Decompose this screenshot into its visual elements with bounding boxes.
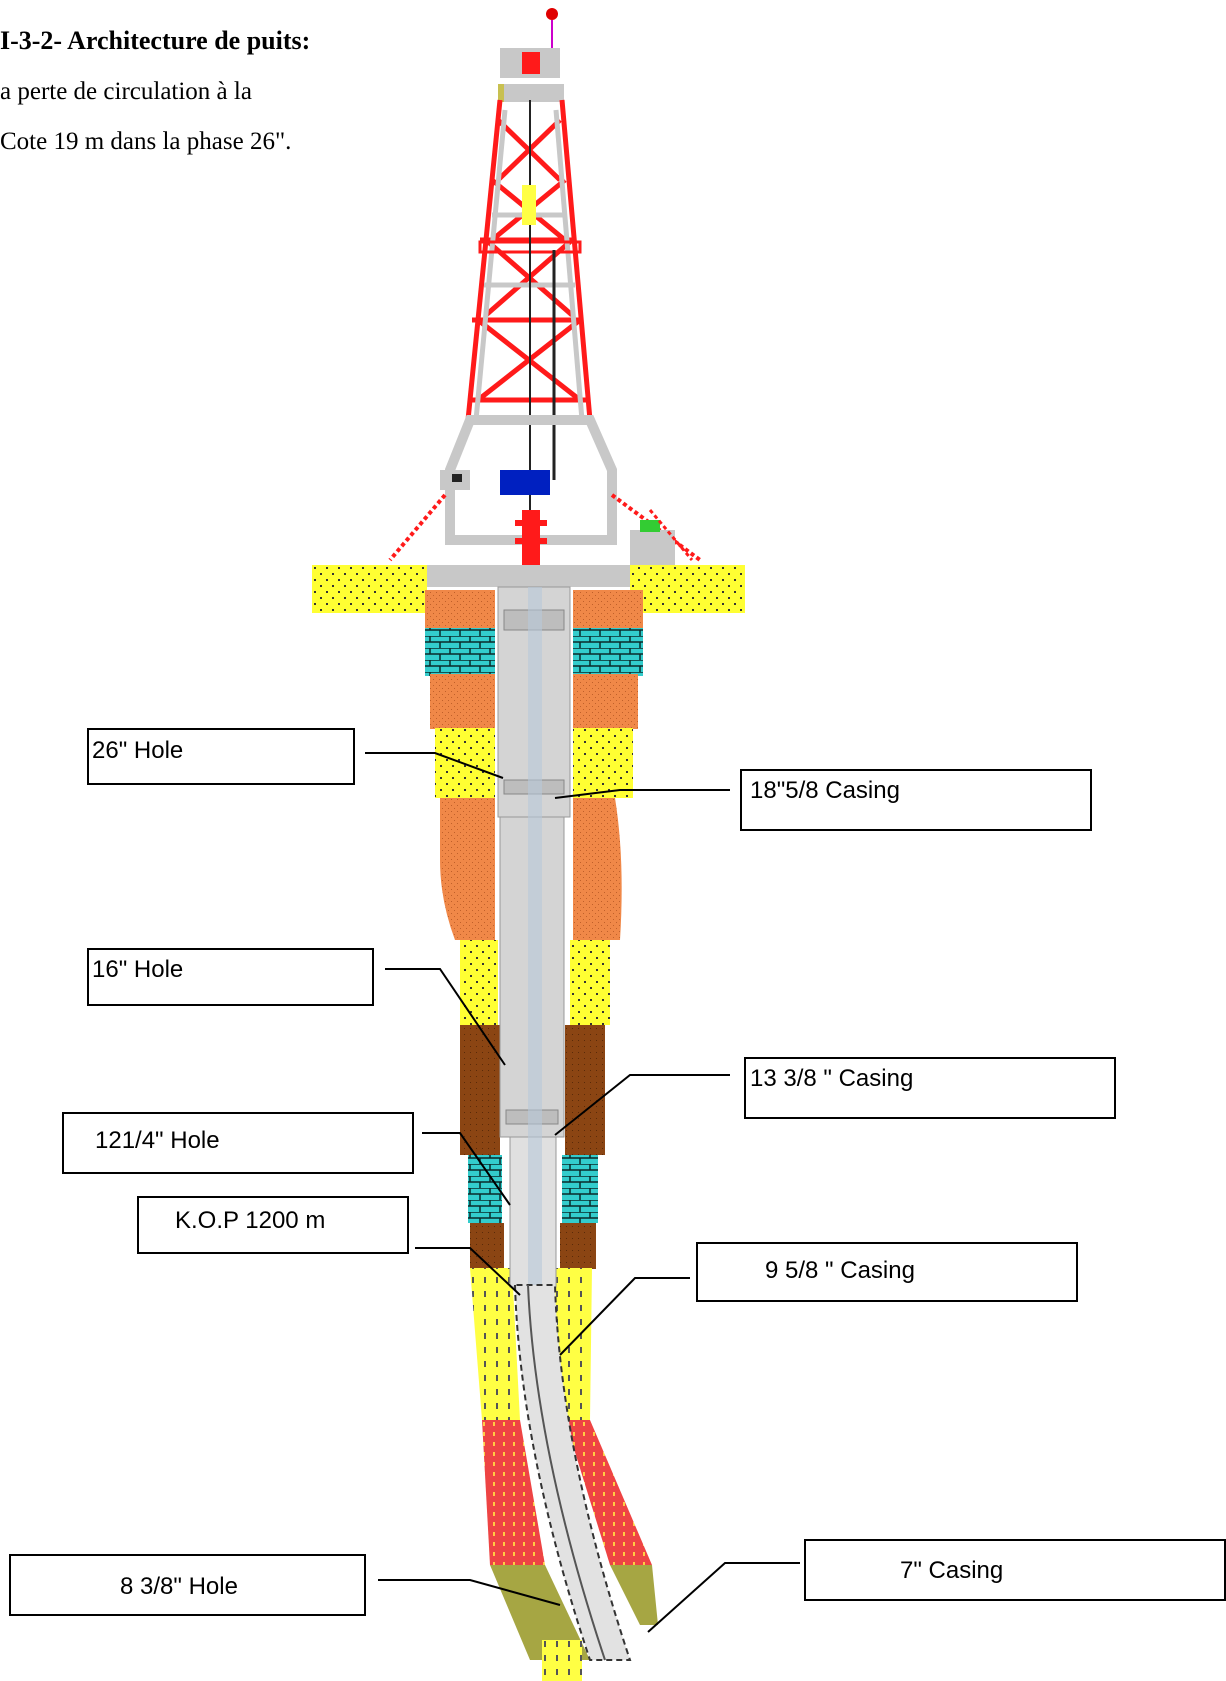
callout-8-hole: 8 3/8" Hole (10, 1555, 560, 1615)
rig-floor (425, 565, 660, 587)
label-8-hole: 8 3/8" Hole (120, 1573, 238, 1600)
label-7-casing: 7" Casing (900, 1557, 1003, 1584)
drawworks (500, 470, 550, 495)
beacon-light-icon (546, 8, 558, 20)
label-26-hole: 26" Hole (92, 737, 183, 764)
callout-18-casing: 18"5/8 Casing (555, 770, 1091, 830)
surface-ground-left (312, 565, 427, 613)
label-kop: K.O.P 1200 m (175, 1207, 325, 1234)
label-18-casing: 18"5/8 Casing (750, 777, 900, 804)
drilling-rig (390, 8, 700, 587)
callout-12-hole: 121/4" Hole (63, 1113, 510, 1205)
label-16-hole: 16" Hole (92, 956, 183, 983)
callout-7-casing: 7" Casing (648, 1540, 1225, 1632)
label-12-hole: 121/4" Hole (95, 1127, 220, 1154)
label-9-casing: 9 5/8 " Casing (765, 1257, 915, 1284)
callout-9-casing: 9 5/8 " Casing (560, 1243, 1077, 1355)
callout-13-casing: 13 3/8 " Casing (555, 1058, 1115, 1135)
label-13-casing: 13 3/8 " Casing (750, 1065, 913, 1092)
callout-16-hole: 16" Hole (88, 949, 505, 1065)
surface-ground-right (630, 565, 745, 613)
hook-block (522, 185, 536, 225)
callout-kop: K.O.P 1200 m (138, 1197, 520, 1295)
bop-stack (522, 510, 540, 565)
